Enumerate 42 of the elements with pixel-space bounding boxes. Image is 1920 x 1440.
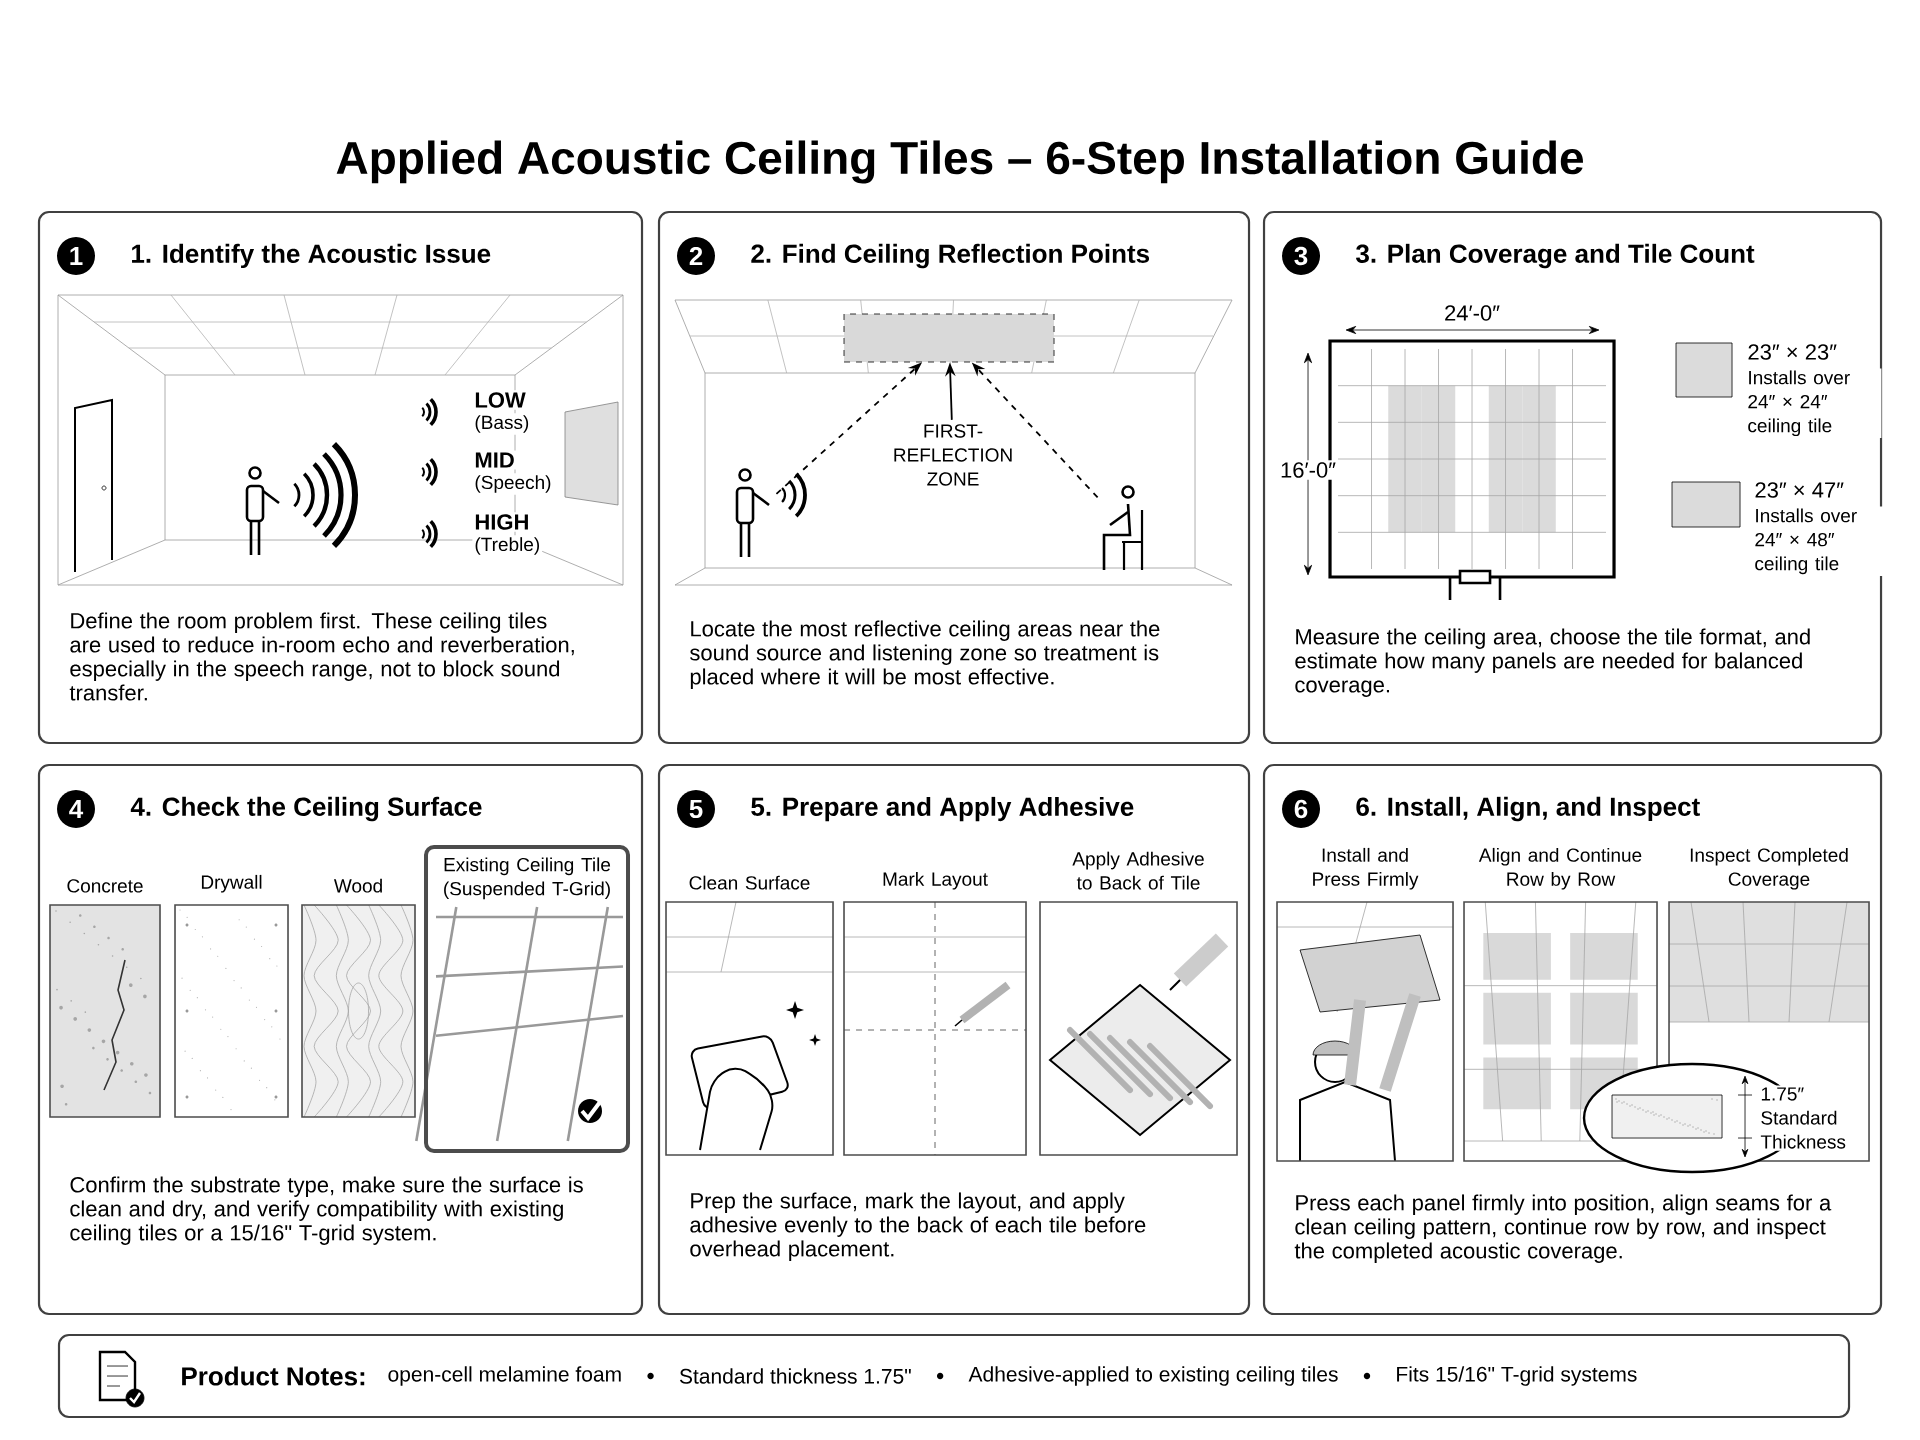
picture-panel: Mark Layout: [843, 871, 1027, 1156]
picture-panel: Install and Press Firmly: [1276, 847, 1454, 1162]
node-label: Align and Continue Row by Row: [1478, 847, 1642, 890]
label-text: MID: [472, 450, 517, 470]
number-badge: 3: [1282, 237, 1320, 275]
number-badge: 1: [57, 237, 95, 275]
label-text: (Bass): [472, 413, 532, 435]
picture-panel: Existing Ceiling Tile (Suspended T-Grid): [424, 845, 630, 1153]
node-label: Concrete: [67, 879, 143, 893]
node-label: Clean Surface: [689, 875, 810, 890]
person-drawing: [735, 468, 770, 559]
node-label: Install and Press Firmly: [1313, 847, 1419, 890]
title: Applied Acoustic Ceiling Tiles – 6-Step Installation Guide: [336, 140, 1584, 184]
label-text: (Speech): [472, 473, 554, 495]
reflection-zone: [843, 313, 1055, 363]
label-text: Installs over 24″ × 48″ ceiling tile: [1752, 506, 1889, 577]
person-drawing: [1102, 485, 1144, 572]
node-label: Inspect Completed Coverage: [1690, 847, 1848, 890]
picture-panel: Concrete: [49, 879, 161, 1118]
dimension-label: 1.75″ Standard Thickness: [1758, 1085, 1867, 1151]
zone-label: FIRST-REFLECTION ZONE: [874, 420, 1032, 490]
dimension-label: 16′-0″: [1278, 460, 1338, 480]
notes-bar: Product Notes: open-cell melamine foam Standard thickness 1.75" Adhesive-applied to existing ceiling tiles Fits 15/16" T-grid systems: [57, 1333, 1851, 1419]
node-label: Mark Layout: [883, 871, 988, 890]
number-badge: 2: [677, 237, 715, 275]
picture-panel: Apply Adhesive to Back of Tile: [1039, 851, 1238, 1156]
label-text: (Treble): [472, 535, 543, 557]
picture-panel: Drywall: [174, 874, 289, 1118]
tile-size: 23″ × 47″: [1752, 480, 1846, 500]
label-text: LOW: [472, 390, 528, 410]
number-badge: 4: [57, 790, 95, 828]
dimension-label: 24′-0″: [1442, 303, 1502, 323]
tile-size: 23″ × 23″: [1745, 342, 1839, 362]
node-label: Drywall: [201, 874, 262, 893]
picture-panel: Clean Surface: [665, 875, 834, 1156]
picture-panel: Wood: [301, 878, 416, 1118]
number-badge: 6: [1282, 790, 1320, 828]
node-label: Wood: [333, 878, 382, 893]
node-label: Apply Adhesive to Back of Tile: [1072, 851, 1204, 890]
label-text: HIGH: [472, 512, 532, 532]
number-badge: 5: [677, 790, 715, 828]
label-text: Installs over 24″ × 24″ ceiling tile: [1745, 368, 1882, 439]
